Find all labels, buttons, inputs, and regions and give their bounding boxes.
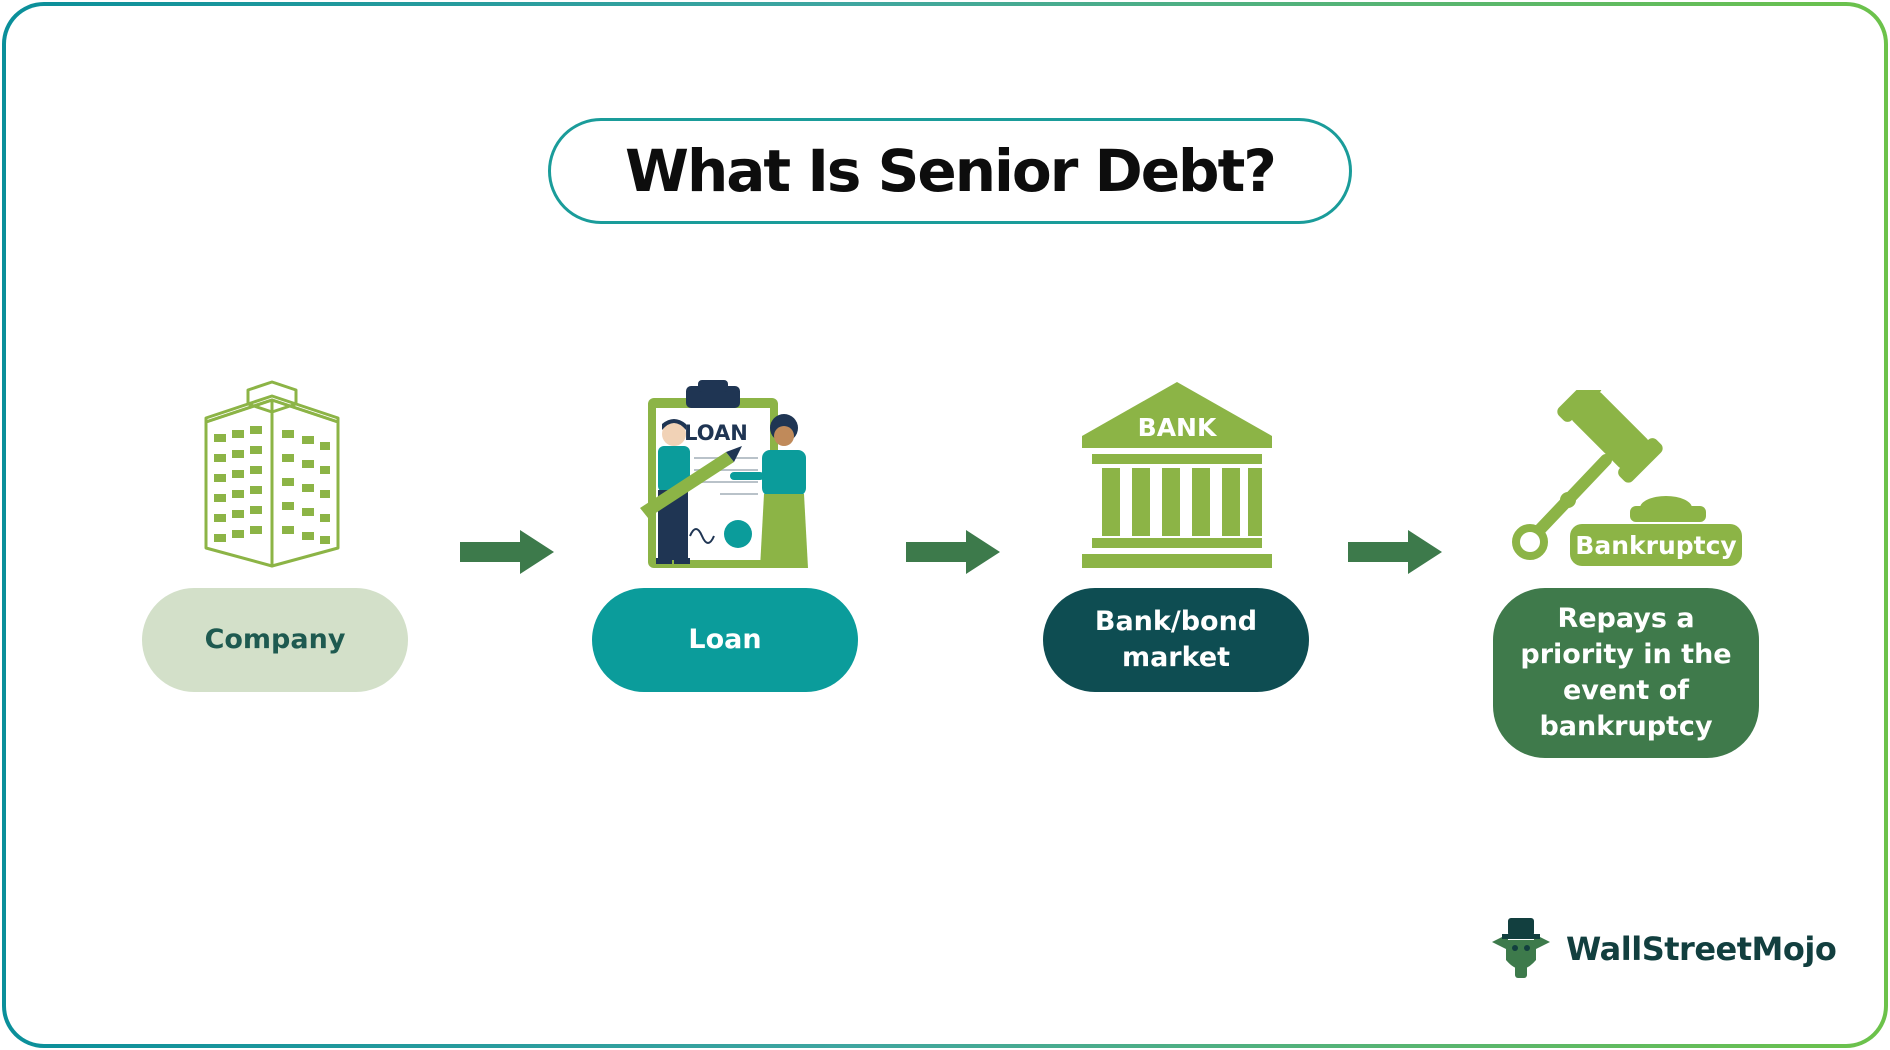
arrow-3-icon xyxy=(1348,530,1442,574)
step-company-text: Company xyxy=(204,624,346,655)
step-repay-label: Repays a priority in the event of bankru… xyxy=(1493,588,1759,758)
arrow-1-icon xyxy=(460,530,554,574)
bank-icon-label: BANK xyxy=(1138,413,1218,442)
brand-name: WallStreetMojo xyxy=(1566,930,1837,968)
title-box: What Is Senior Debt? xyxy=(548,118,1352,224)
step-loan-label: Loan xyxy=(592,588,858,692)
step-repay-text: Repays a priority in the event of bankru… xyxy=(1520,603,1732,742)
canvas: What Is Senior Debt? xyxy=(6,6,1884,1044)
step-loan-text: Loan xyxy=(688,624,762,655)
arrow-2-icon xyxy=(906,530,1000,574)
step-bank-text: Bank/bond market xyxy=(1094,606,1258,673)
bank-icon: BANK xyxy=(1082,382,1272,568)
wallstreetmojo-logo-icon xyxy=(1492,918,1550,978)
step-bank-label: Bank/bond market xyxy=(1043,588,1309,692)
loan-signing-icon: LOAN xyxy=(640,380,808,568)
building-icon xyxy=(204,380,340,568)
page-title: What Is Senior Debt? xyxy=(625,137,1277,205)
bankruptcy-icon-label: Bankruptcy xyxy=(1575,531,1736,560)
loan-icon-label: LOAN xyxy=(684,421,748,445)
step-company-label: Company xyxy=(142,588,408,692)
gavel-icon: Bankruptcy xyxy=(1512,390,1742,566)
brand-logo: WallStreetMojo xyxy=(1486,914,1837,984)
